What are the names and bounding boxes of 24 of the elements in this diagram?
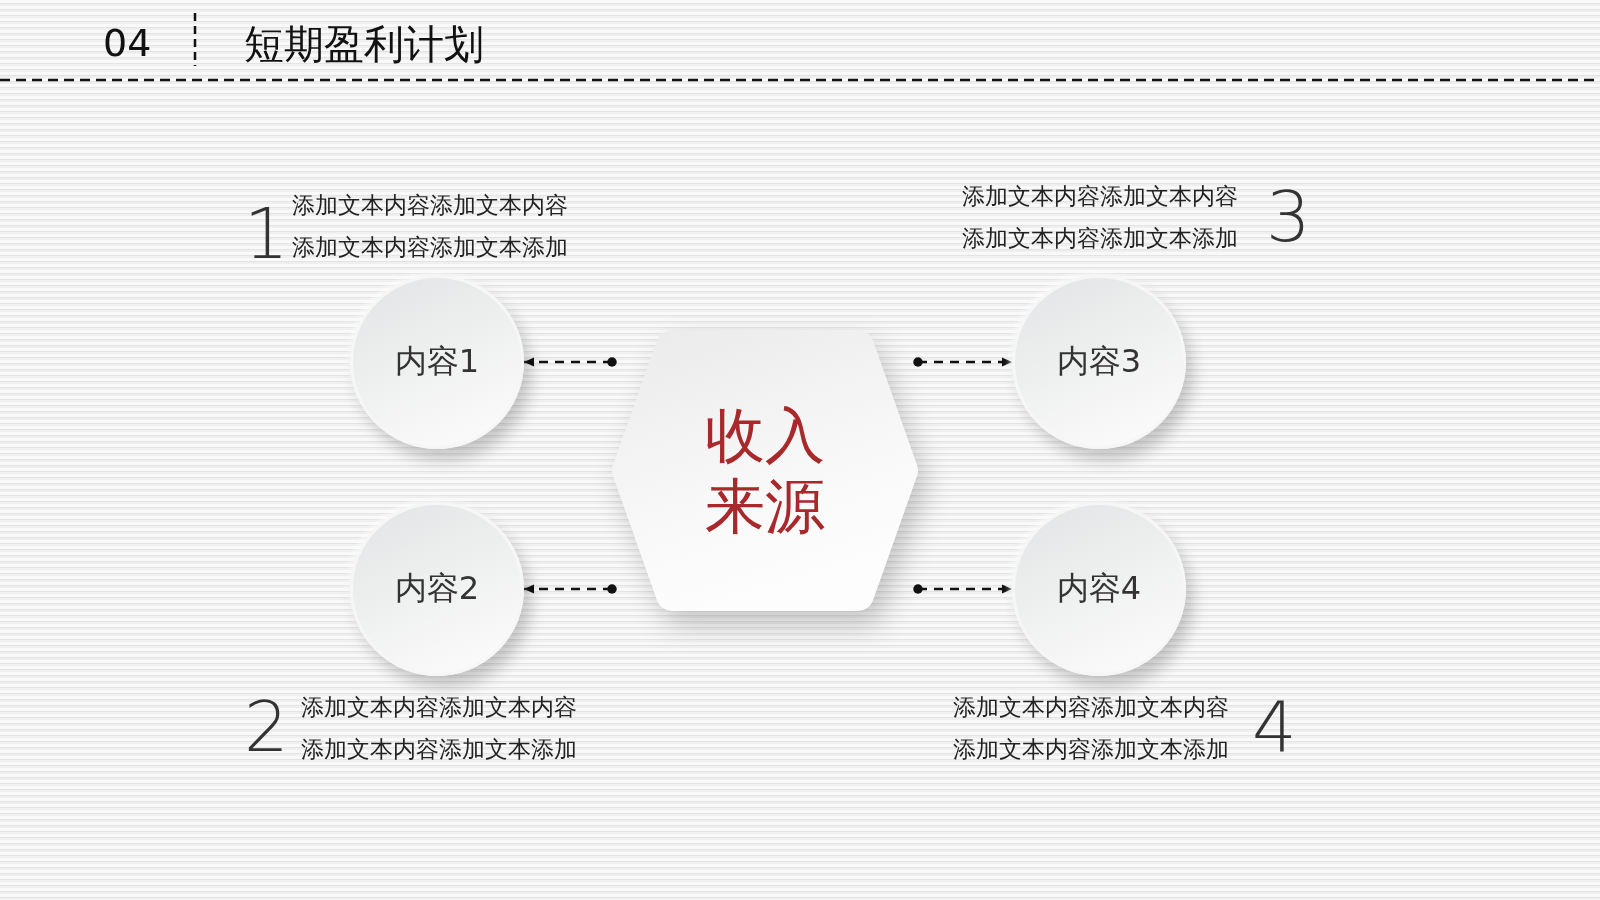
description-text: 添加文本内容添加文本内容添加文本内容添加文本添加 (301, 693, 578, 764)
circle-node (350, 275, 524, 449)
node-label: 内容3 (1056, 344, 1142, 380)
section-number: 04 (103, 21, 152, 65)
hexagon-node (612, 330, 918, 611)
description-text: 添加文本内容添加文本内容添加文本内容添加文本添加 (292, 191, 569, 262)
dashed-arrow (913, 584, 1012, 594)
node-label: 内容4 (1056, 571, 1142, 607)
node-label: 内容2 (394, 571, 480, 607)
slide-title: 短期盈利计划 (244, 20, 484, 68)
dashed-arrow (524, 584, 617, 594)
step-number: 4 (1252, 692, 1297, 762)
step-number: 2 (244, 692, 289, 762)
step-number: 3 (1266, 182, 1311, 252)
description-text: 添加文本内容添加文本内容添加文本内容添加文本添加 (953, 693, 1230, 764)
node-label: 内容1 (394, 344, 480, 380)
circle-node (1012, 502, 1186, 676)
circle-node (1012, 275, 1186, 449)
node-label: 收入来源 (705, 399, 825, 542)
circle-node (350, 502, 524, 676)
dashed-arrow (524, 357, 617, 367)
step-number: 1 (244, 199, 289, 269)
description-text: 添加文本内容添加文本内容添加文本内容添加文本添加 (962, 182, 1239, 253)
dashed-arrow (913, 357, 1012, 367)
